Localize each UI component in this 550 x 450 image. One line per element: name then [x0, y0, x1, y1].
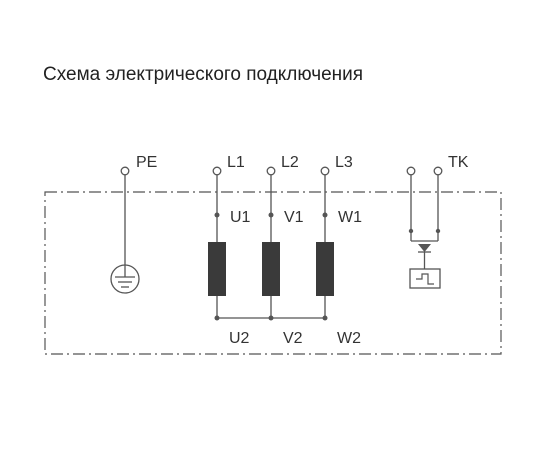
phase-l3-winding	[316, 166, 334, 321]
tk-terminal-2[interactable]	[433, 166, 443, 176]
label-l3: L3	[335, 154, 353, 171]
label-w2: W2	[337, 330, 361, 347]
coil-u	[208, 242, 226, 296]
l3-terminal[interactable]	[320, 166, 330, 176]
coil-w	[316, 242, 334, 296]
label-u1: U1	[230, 209, 251, 226]
l1-terminal[interactable]	[212, 166, 222, 176]
thermal-sensor-box	[409, 268, 441, 289]
phase-l2-winding	[262, 166, 280, 321]
thermal-contact	[406, 166, 443, 289]
coil-v	[262, 242, 280, 296]
label-tk: TK	[448, 154, 469, 171]
label-u2: U2	[229, 330, 250, 347]
l2-terminal[interactable]	[266, 166, 276, 176]
tk-terminal-1[interactable]	[406, 166, 416, 176]
pe-ground	[110, 166, 140, 294]
label-v1: V1	[284, 209, 304, 226]
housing-boundary	[44, 191, 502, 355]
diagram-title: Схема электрического подключения	[43, 64, 364, 85]
label-l1: L1	[227, 154, 245, 171]
phase-l1-winding	[208, 166, 226, 321]
label-l2: L2	[281, 154, 299, 171]
ground-symbol-circle	[110, 264, 140, 294]
label-w1: W1	[338, 209, 362, 226]
label-v2: V2	[283, 330, 303, 347]
label-pe: PE	[136, 154, 157, 171]
pe-terminal[interactable]	[120, 166, 130, 176]
